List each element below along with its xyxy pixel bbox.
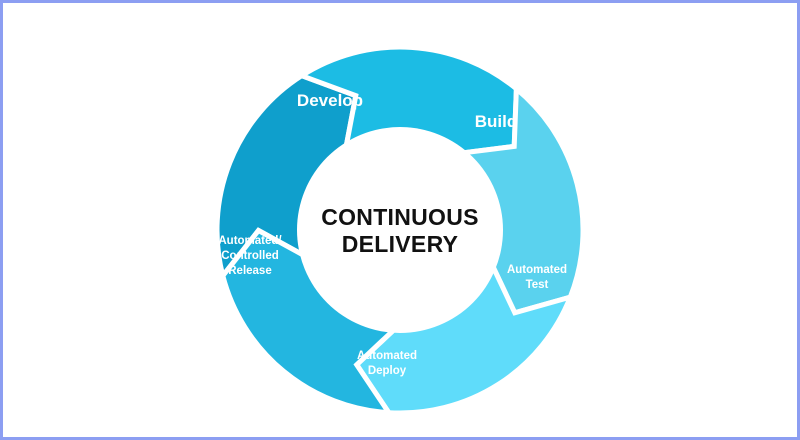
stage-release-label-line-3: Release (228, 265, 271, 277)
stage-release-label-line-2: Controlled (221, 250, 279, 262)
stage-build-label: Build (475, 112, 518, 131)
stage-release-label-line-1: Automated/ (218, 235, 282, 247)
center-title-line-1: CONTINUOUS (321, 204, 479, 230)
stage-deploy-label-line-2: Deploy (368, 365, 407, 377)
stage-deploy-label-line-1: Automated (357, 350, 417, 362)
stage-test-label-line-1: Automated (507, 264, 567, 276)
stage-test-label-line-2: Test (526, 279, 549, 291)
center-circle (297, 127, 503, 333)
stage-develop-label: Develop (297, 91, 363, 110)
center-title-line-2: DELIVERY (342, 231, 459, 257)
